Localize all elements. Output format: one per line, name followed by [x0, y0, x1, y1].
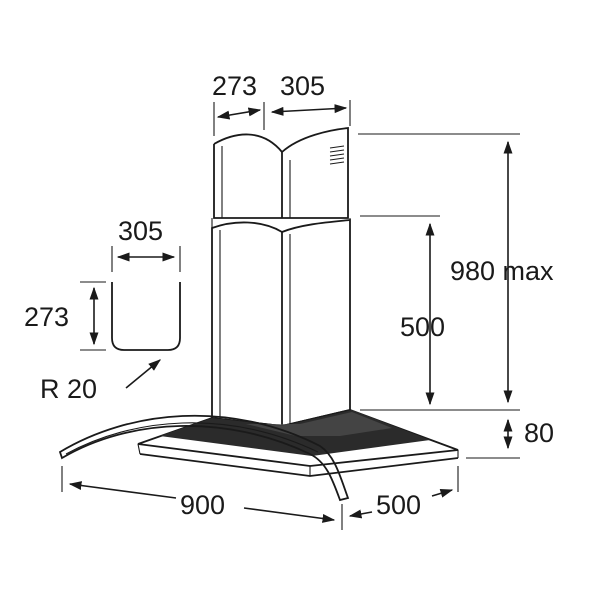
top-dimensions: 273 305: [212, 71, 351, 136]
hood-canopy: [58, 409, 459, 502]
label-top-depth: 305: [280, 71, 325, 101]
height-dimensions: 980 max 500 80: [358, 133, 554, 459]
label-total-height: 980 max: [450, 256, 554, 286]
label-corner-radius: R 20: [40, 374, 97, 404]
vent-grille-icon: [329, 145, 345, 165]
label-section-depth: 273: [24, 302, 69, 332]
label-canopy-height: 80: [524, 418, 554, 448]
label-hood-width: 900: [180, 490, 225, 520]
label-section-width: 305: [118, 216, 163, 246]
chimney-cross-section: 305 273 R 20: [24, 216, 181, 404]
hood-chimney: [211, 126, 351, 427]
label-chimney-height: 500: [400, 312, 445, 342]
base-dimensions: 900 500: [61, 466, 459, 530]
label-hood-depth: 500: [376, 490, 421, 520]
label-top-width: 273: [212, 71, 257, 101]
